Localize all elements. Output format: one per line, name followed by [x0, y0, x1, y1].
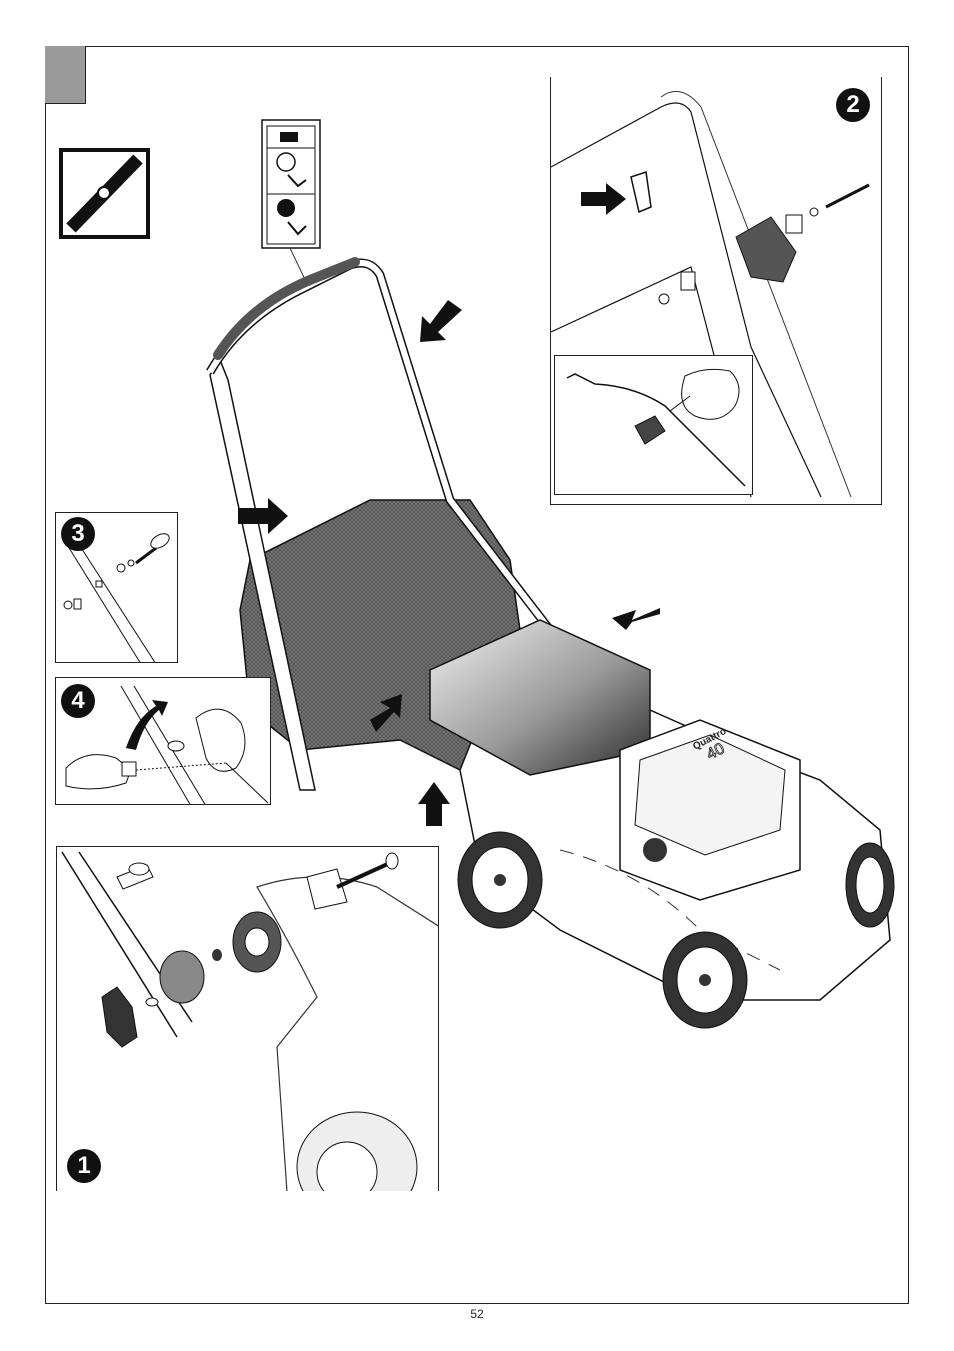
step-4-panel: 4 [55, 677, 271, 805]
front-right-wheel [846, 843, 894, 927]
step-3-panel: 3 [55, 512, 178, 663]
front-left-wheel [663, 932, 747, 1028]
bolt-knob-assembly-illustration [57, 847, 439, 1191]
step-4-badge: 4 [61, 684, 95, 718]
step-1-panel: 1 [56, 846, 439, 1191]
step-2-inset-panel [554, 355, 753, 495]
control-label-sticker [262, 120, 320, 290]
section-tab [45, 46, 86, 104]
page-number: 52 [0, 1307, 954, 1321]
mower-blade-icon [59, 148, 150, 239]
step-1-badge: 1 [67, 1149, 101, 1183]
step-3-badge: 3 [61, 517, 95, 551]
rear-left-wheel [458, 832, 542, 928]
pointer-arrow-icon [581, 183, 626, 215]
step-2-badge: 2 [836, 88, 870, 122]
